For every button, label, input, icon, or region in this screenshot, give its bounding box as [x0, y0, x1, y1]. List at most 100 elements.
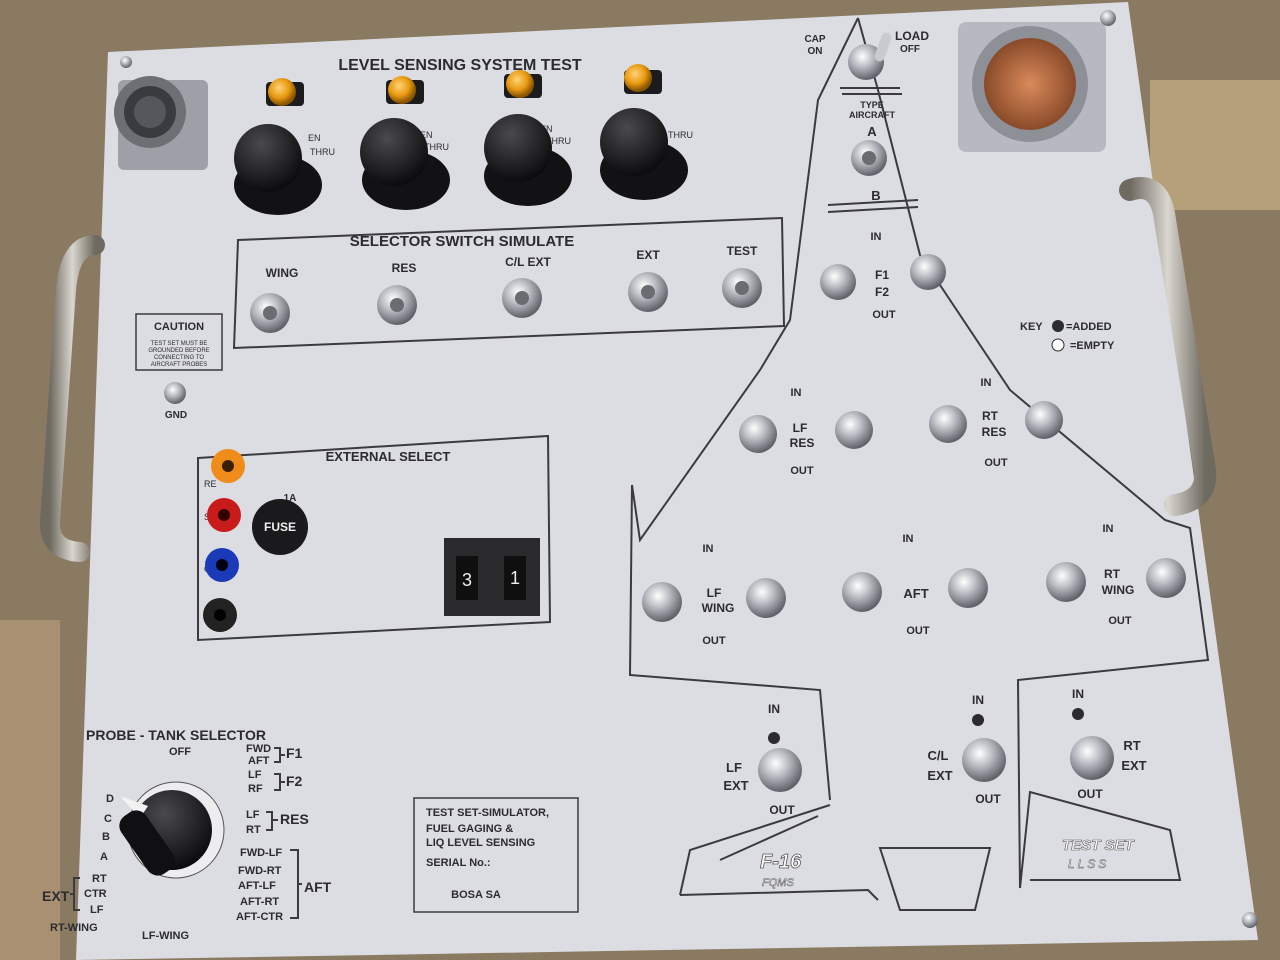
svg-text:AFT: AFT	[903, 586, 928, 601]
svg-text:CTR: CTR	[84, 888, 107, 900]
svg-text:PROBE - TANK SELECTOR: PROBE - TANK SELECTOR	[86, 727, 266, 743]
toggle-ext[interactable]	[628, 272, 668, 312]
svg-text:RES: RES	[982, 425, 1007, 439]
svg-text:EXT: EXT	[723, 778, 748, 793]
svg-text:A: A	[867, 124, 877, 139]
fuse-holder[interactable]: FUSE	[252, 499, 308, 555]
svg-text:RT: RT	[92, 873, 107, 885]
svg-text:FUEL GAGING &: FUEL GAGING &	[426, 823, 513, 835]
svg-text:AIRCRAFT PROBES: AIRCRAFT PROBES	[151, 362, 208, 368]
svg-text:RES: RES	[280, 811, 309, 827]
thumbwheel-digit-2: 1	[510, 568, 520, 588]
svg-text:TEST: TEST	[727, 244, 758, 258]
svg-text:RT: RT	[1104, 567, 1121, 581]
toggle-aft-1[interactable]	[842, 572, 882, 612]
aircraft-type-toggle[interactable]	[851, 140, 887, 176]
svg-text:LF-WING: LF-WING	[142, 930, 189, 942]
toggle-rt-wing-1[interactable]	[1046, 562, 1086, 602]
toggle-aft-2[interactable]	[948, 568, 988, 608]
svg-text:C: C	[104, 813, 112, 825]
probe-selector-knob[interactable]	[115, 781, 225, 880]
svg-text:D: D	[106, 793, 114, 805]
toggle-lf-wing-2[interactable]	[746, 578, 786, 618]
svg-text:OUT: OUT	[872, 309, 896, 321]
svg-text:AFT-RT: AFT-RT	[240, 896, 279, 908]
panel-title: LEVEL SENSING SYSTEM TEST	[338, 57, 582, 74]
cap-load-toggle[interactable]	[848, 31, 893, 80]
toggle-lf-wing-1[interactable]	[642, 582, 682, 622]
svg-text:RT: RT	[246, 824, 261, 836]
svg-text:CAP: CAP	[804, 34, 825, 45]
tank-group-lf-wing: IN LF WING OUT	[702, 543, 735, 647]
toggle-cl-ext[interactable]	[502, 278, 542, 318]
tank-group-rt-res: IN RT RES OUT	[981, 377, 1008, 469]
toggle-rt-res-1[interactable]	[929, 405, 967, 443]
svg-text:OUT: OUT	[1077, 787, 1103, 801]
svg-text:RF: RF	[248, 783, 263, 795]
svg-text:IN: IN	[703, 543, 714, 555]
ground-terminal[interactable]	[164, 382, 186, 404]
toggle-f1[interactable]	[820, 264, 856, 300]
thumbwheel-switch[interactable]: 3 1	[444, 538, 540, 616]
nameplate: TEST SET-SIMULATOR, FUEL GAGING & LIQ LE…	[413, 797, 579, 913]
rotary-knob[interactable]	[360, 118, 450, 210]
rotary-knob[interactable]	[234, 124, 322, 215]
toggle-rt-wing-2[interactable]	[1146, 558, 1186, 598]
toggle-lf-res-1[interactable]	[739, 415, 777, 453]
tank-group-aft: IN AFT OUT	[903, 533, 930, 637]
toggle-cl-ext[interactable]	[962, 738, 1006, 782]
svg-text:GROUNDED BEFORE: GROUNDED BEFORE	[148, 348, 209, 354]
gnd-label: GND	[165, 410, 187, 421]
thumbwheel-digit-1: 3	[462, 570, 472, 590]
llss-mark: LLSS	[1068, 857, 1109, 871]
screw	[1100, 10, 1116, 26]
right-handle[interactable]	[1119, 177, 1217, 516]
svg-text:LIQ LEVEL SENSING: LIQ LEVEL SENSING	[426, 837, 535, 849]
toggle-wing[interactable]	[250, 293, 290, 333]
svg-text:EXT: EXT	[927, 768, 952, 783]
left-handle[interactable]	[39, 235, 105, 562]
tank-group-cl-ext: IN C/L EXT OUT	[927, 693, 1001, 806]
svg-text:WING: WING	[266, 266, 299, 280]
svg-text:AFT: AFT	[248, 755, 270, 767]
svg-text:EXT: EXT	[636, 248, 660, 262]
svg-text:WING: WING	[1102, 583, 1135, 597]
svg-text:A: A	[100, 851, 108, 863]
amber-lamp	[386, 76, 424, 104]
svg-text:OUT: OUT	[906, 625, 930, 637]
svg-text:LOAD: LOAD	[895, 29, 929, 43]
rotary-knob[interactable]	[600, 108, 688, 200]
svg-text:AFT-LF: AFT-LF	[238, 880, 276, 892]
svg-text:RE: RE	[204, 479, 217, 489]
svg-text:FWD-LF: FWD-LF	[240, 847, 282, 859]
svg-text:=ADDED: =ADDED	[1066, 321, 1112, 333]
svg-text:THRU: THRU	[310, 147, 335, 157]
svg-text:EN: EN	[308, 133, 321, 143]
toggle-f2[interactable]	[910, 254, 946, 290]
svg-text:F2: F2	[286, 773, 303, 789]
tank-group-lf-res: IN LF RES OUT	[790, 387, 815, 477]
toggle-rt-ext[interactable]	[1070, 736, 1114, 780]
rotary-knob[interactable]	[484, 114, 572, 206]
svg-text:RT-WING: RT-WING	[50, 922, 98, 934]
test-set-mark: TEST SET	[1062, 837, 1136, 854]
toggle-lf-ext[interactable]	[758, 748, 802, 792]
toggle-rt-res-2[interactable]	[1025, 401, 1063, 439]
toggle-res[interactable]	[377, 285, 417, 325]
svg-text:CONNECTING TO: CONNECTING TO	[154, 355, 204, 361]
svg-text:C/L EXT: C/L EXT	[505, 255, 551, 269]
screw	[1242, 912, 1258, 928]
svg-text:OUT: OUT	[702, 635, 726, 647]
svg-text:THRU: THRU	[546, 136, 571, 146]
svg-text:ON: ON	[808, 46, 823, 57]
svg-text:F1: F1	[286, 745, 303, 761]
svg-text:RT: RT	[982, 409, 999, 423]
large-connector[interactable]	[958, 22, 1106, 152]
small-connector[interactable]	[114, 76, 208, 170]
svg-text:IN: IN	[903, 533, 914, 545]
svg-text:SERIAL No.:: SERIAL No.:	[426, 857, 491, 869]
toggle-lf-res-2[interactable]	[835, 411, 873, 449]
toggle-test[interactable]	[722, 268, 762, 308]
svg-text:OFF: OFF	[169, 746, 191, 758]
svg-text:RT: RT	[1123, 738, 1140, 753]
